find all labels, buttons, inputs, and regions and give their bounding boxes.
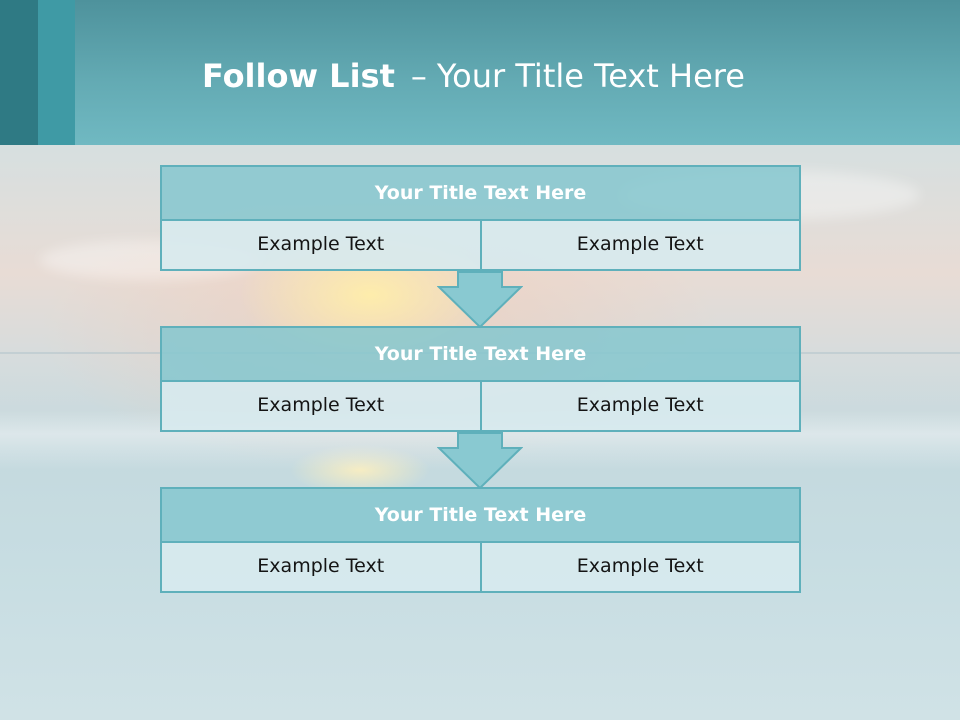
- step-title-2: Your Title Text Here: [160, 326, 801, 382]
- step-2-left-cell: Example Text: [257, 394, 385, 416]
- header-accent-light: [38, 0, 75, 145]
- step-2-right-cell: Example Text: [479, 382, 800, 430]
- step-title-1: Your Title Text Here: [160, 165, 801, 221]
- header-accent-dark: [0, 0, 38, 145]
- title-dash: –: [410, 57, 427, 95]
- step-1-left-cell: Example Text: [257, 233, 385, 255]
- step-block-2: Your Title Text Here Example Text Exampl…: [160, 326, 801, 432]
- step-1-right-cell: Example Text: [479, 221, 800, 269]
- step-block-1: Your Title Text Here Example Text Exampl…: [160, 165, 801, 271]
- down-arrow-icon: [437, 271, 523, 329]
- slide-title: Follow List–Your Title Text Here: [202, 56, 745, 100]
- down-arrow-icon: [437, 432, 523, 490]
- step-row-3: Example Text Example Text: [160, 543, 801, 593]
- step-title-3: Your Title Text Here: [160, 487, 801, 543]
- step-3-left-cell: Example Text: [257, 555, 385, 577]
- step-3-right-cell: Example Text: [479, 543, 800, 591]
- step-row-1: Example Text Example Text: [160, 221, 801, 271]
- title-bold: Follow List: [202, 57, 395, 95]
- step-row-2: Example Text Example Text: [160, 382, 801, 432]
- header-band: Follow List–Your Title Text Here: [0, 0, 960, 145]
- title-rest: Your Title Text Here: [436, 57, 745, 95]
- step-block-3: Your Title Text Here Example Text Exampl…: [160, 487, 801, 593]
